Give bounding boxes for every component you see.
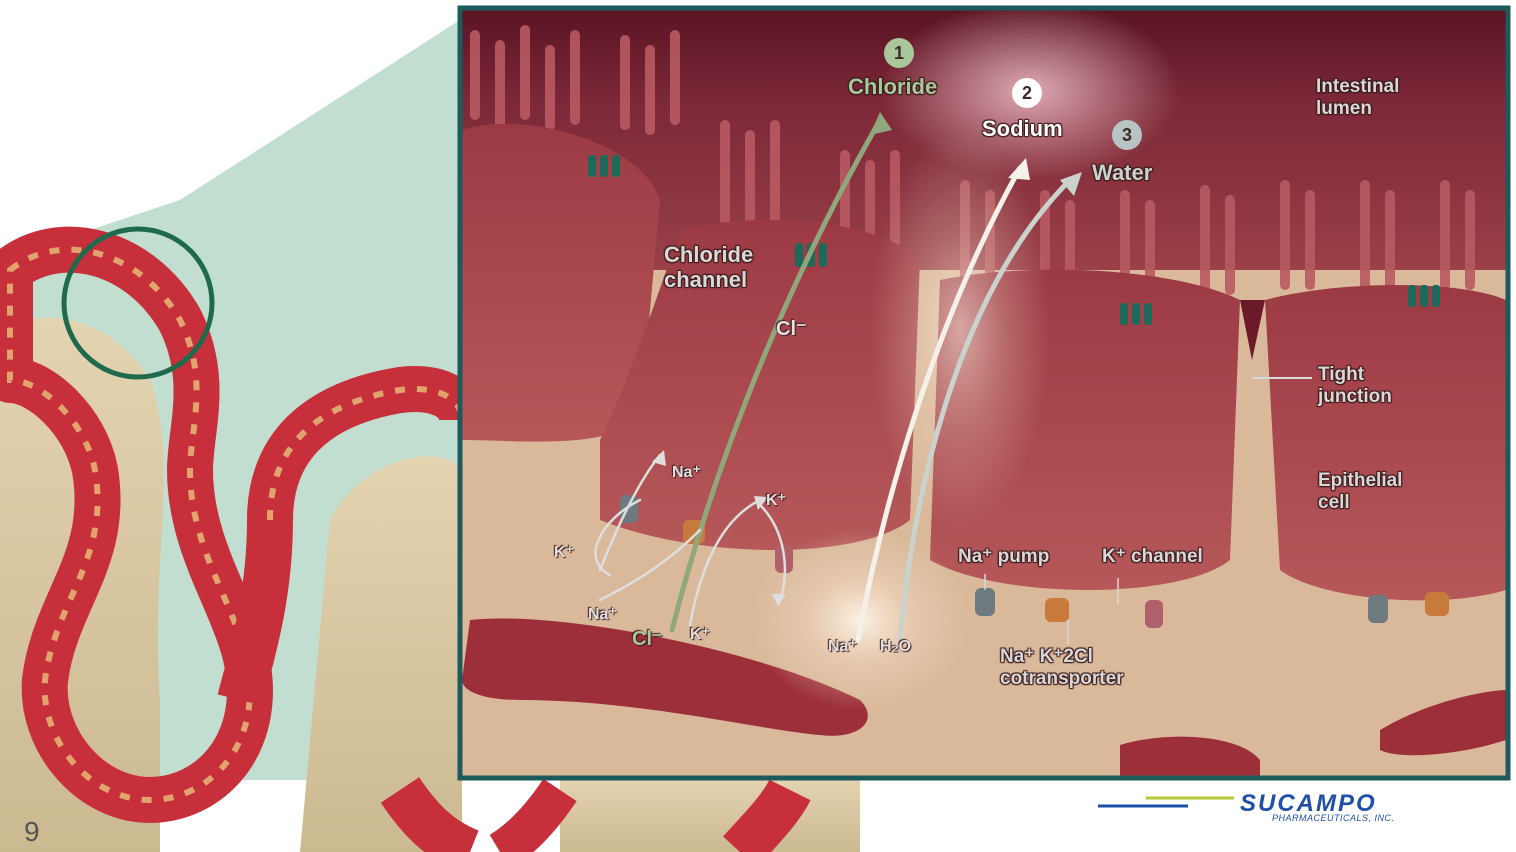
page-number: 9 [24, 816, 40, 848]
cotransporter-label: Na⁺ K⁺2Cl cotransporter [1000, 646, 1124, 690]
ion-k-right: K⁺ [766, 490, 786, 510]
tight-junction-label: Tight junction [1318, 364, 1392, 408]
ion-h2o: H₂O [880, 638, 911, 656]
ion-cl-bottom: Cl⁻ [632, 626, 663, 651]
intestinal-lumen-label-line1: Intestinal [1316, 76, 1399, 98]
intestinal-lumen-label: Intestinal lumen [1316, 76, 1399, 120]
step-1-badge: 1 [884, 38, 914, 68]
company-logo-subtitle: PHARMACEUTICALS, INC. [1272, 813, 1395, 823]
epithelial-cell-label-line2: cell [1318, 492, 1402, 514]
tight-junction-label-line2: junction [1318, 386, 1392, 408]
k-channel-label: K⁺ channel [1102, 546, 1203, 568]
chloride-channel-label-line2: channel [664, 267, 753, 292]
chloride-channel-label: Chloride channel [664, 242, 753, 293]
cotransporter-label-line2: cotransporter [1000, 668, 1124, 690]
ion-na-top: Na⁺ [672, 462, 701, 482]
ion-k-left: K⁺ [554, 542, 574, 562]
cotransporter-label-line1: Na⁺ K⁺2Cl [1000, 646, 1124, 668]
step-2-badge: 2 [1012, 78, 1042, 108]
step-3-label: Water [1092, 160, 1152, 185]
chloride-channel-label-line1: Chloride [664, 242, 753, 267]
step-2-label: Sodium [982, 116, 1063, 141]
ion-na-paracellular: Na⁺ [828, 636, 857, 656]
epithelial-cell-label: Epithelial cell [1318, 470, 1402, 514]
tight-junction-label-line1: Tight [1318, 364, 1392, 386]
ion-cl-main: Cl⁻ [776, 316, 807, 341]
na-pump-label: Na⁺ pump [958, 546, 1049, 568]
intestinal-lumen-label-line2: lumen [1316, 98, 1399, 120]
step-3-badge: 3 [1112, 120, 1142, 150]
step-1-label: Chloride [848, 74, 937, 99]
logo-mark [1098, 798, 1234, 806]
ion-k-bottom: K⁺ [690, 624, 710, 644]
ion-na-bottom: Na⁺ [588, 604, 617, 624]
epithelial-cell-label-line1: Epithelial [1318, 470, 1402, 492]
